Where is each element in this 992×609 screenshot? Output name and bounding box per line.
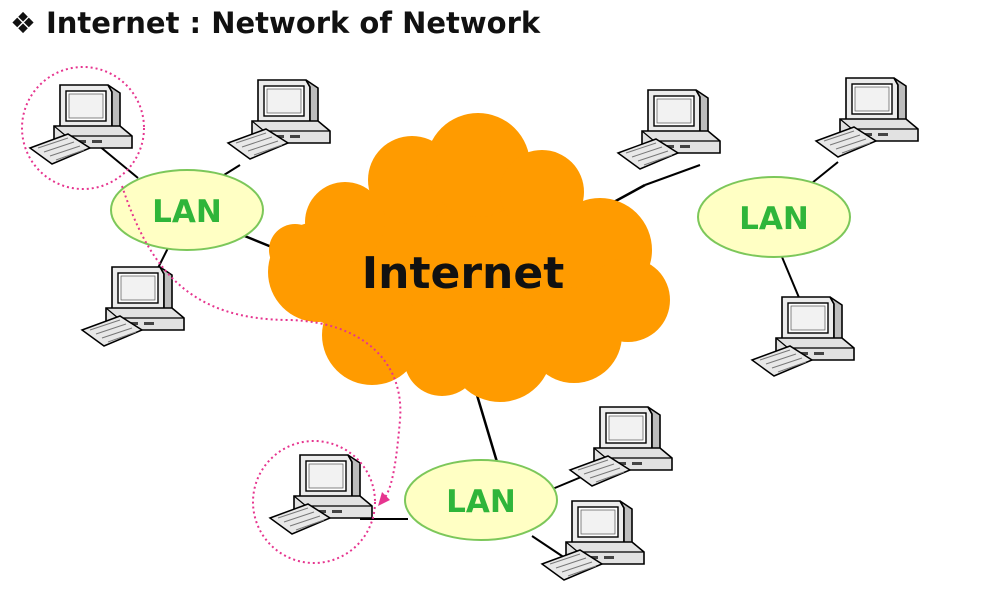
link-lan2-pc3 bbox=[781, 256, 801, 301]
slide-title-text: Internet : Network of Network bbox=[46, 6, 541, 40]
computer-icon bbox=[617, 89, 721, 170]
lan-node-1: LAN bbox=[110, 169, 264, 251]
source-highlight-circle bbox=[21, 66, 145, 190]
internet-cloud: Internet bbox=[268, 113, 670, 402]
computer-icon bbox=[227, 79, 331, 160]
link-lan2-pc1 bbox=[644, 164, 701, 186]
link-lan1-pc1 bbox=[97, 144, 139, 179]
lan-label-1: LAN bbox=[152, 194, 222, 230]
computer-icon bbox=[81, 266, 185, 347]
computer-icon bbox=[569, 406, 673, 487]
internet-label: Internet bbox=[362, 248, 564, 299]
computer-icon bbox=[541, 500, 645, 581]
computer-icon bbox=[29, 84, 133, 165]
lan-node-2: LAN bbox=[697, 176, 851, 258]
bullet-icon: ❖ bbox=[10, 6, 36, 40]
lan-node-3: LAN bbox=[404, 459, 558, 541]
route-arrowhead-icon bbox=[378, 492, 390, 506]
destination-highlight-circle bbox=[252, 440, 376, 564]
route-path bbox=[121, 185, 402, 501]
computer-icon bbox=[815, 77, 919, 158]
computer-icon bbox=[751, 296, 855, 377]
lan-label-3: LAN bbox=[446, 484, 516, 520]
link-lan2-pc2 bbox=[811, 161, 839, 184]
computer-icon bbox=[269, 454, 373, 535]
lan-label-2: LAN bbox=[739, 201, 809, 237]
slide-title: ❖ Internet : Network of Network bbox=[10, 6, 540, 40]
